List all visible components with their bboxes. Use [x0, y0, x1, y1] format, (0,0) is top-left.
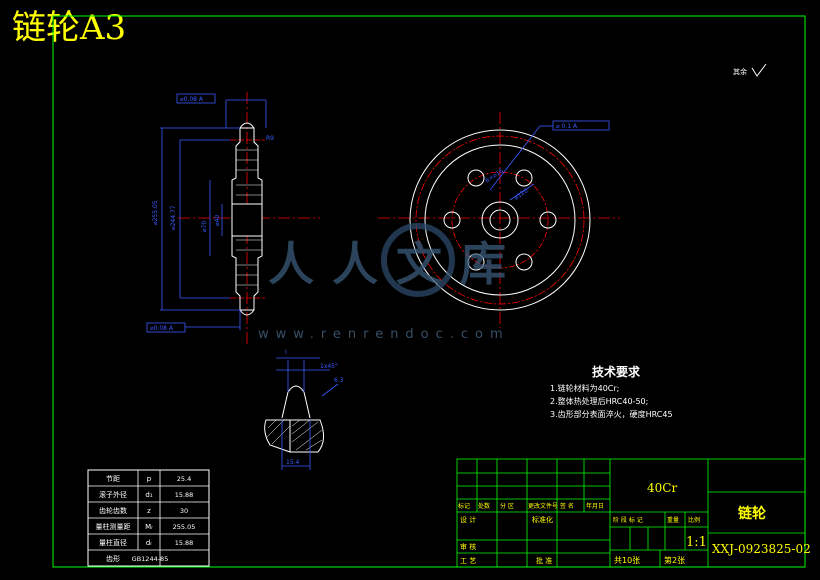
- svg-text:3.齿形部分表面淬火，硬度HRC45: 3.齿形部分表面淬火，硬度HRC45: [550, 409, 673, 419]
- svg-text:15.4: 15.4: [286, 459, 300, 466]
- svg-text:⌀244.77: ⌀244.77: [170, 205, 177, 230]
- svg-text:6.3: 6.3: [334, 377, 344, 384]
- param-value: GB1244-85: [132, 555, 169, 563]
- svg-text:比例: 比例: [688, 516, 700, 524]
- param-symbol: z: [147, 507, 151, 515]
- svg-text:技术要求: 技术要求: [592, 364, 641, 379]
- svg-text:处数: 处数: [478, 502, 490, 510]
- sheet-label: 链轮A3: [12, 8, 127, 48]
- param-symbol: d₁: [145, 491, 152, 499]
- param-value: 255.05: [173, 523, 196, 531]
- parameter-table: 节距 p 25.4 滚子外径 d₁ 15.88 齿轮齿数 z 30 量柱测量距 Mᵣ 255.05 量柱…: [87, 469, 210, 567]
- tooth-detail: I 1x45° 15.4 6.3: [264, 349, 344, 470]
- watermark: 人人文库 www.renrendoc.com: [258, 223, 524, 342]
- param-value: 30: [180, 507, 188, 515]
- param-symbol: dᵣ: [146, 539, 152, 547]
- svg-text:共10张: 共10张: [614, 556, 640, 565]
- title-block-text: 40Cr 链轮 XXJ-0923825-02 1:1 共10张 第2张 标记 处…: [458, 481, 811, 565]
- svg-text:人人文库: 人人文库: [268, 237, 524, 291]
- svg-text:更改文件号: 更改文件号: [528, 502, 558, 510]
- svg-text:审 核: 审 核: [460, 542, 476, 551]
- svg-text:XXJ-0923825-02: XXJ-0923825-02: [712, 542, 811, 556]
- drawing-frame: [52, 15, 806, 568]
- svg-text:R9: R9: [266, 135, 274, 142]
- svg-text:www.renrendoc.com: www.renrendoc.com: [258, 327, 510, 342]
- param-name: 节距: [106, 475, 120, 483]
- svg-text:⌀40: ⌀40: [214, 215, 221, 226]
- svg-text:⌀0.08 A: ⌀0.08 A: [150, 325, 174, 332]
- title-block: [456, 458, 806, 568]
- svg-text:分 区: 分 区: [500, 502, 514, 510]
- svg-text:标准化: 标准化: [532, 515, 553, 524]
- svg-text:阶 段 标 记: 阶 段 标 记: [613, 516, 643, 524]
- svg-text:40Cr: 40Cr: [647, 481, 677, 495]
- param-name: 齿形: [106, 555, 120, 563]
- svg-text:其余: 其余: [733, 67, 747, 76]
- svg-text:工 艺: 工 艺: [460, 557, 476, 565]
- svg-text:批 准: 批 准: [536, 556, 552, 565]
- svg-text:⌀120: ⌀120: [513, 187, 530, 201]
- svg-text:重量: 重量: [667, 516, 679, 524]
- roughness-mark: 其余: [733, 63, 767, 77]
- param-name: 齿轮齿数: [99, 506, 127, 515]
- param-value: 15.88: [175, 491, 194, 499]
- svg-text:1:1: 1:1: [686, 535, 707, 550]
- param-value: 25.4: [177, 475, 191, 483]
- svg-text:⌀70: ⌀70: [201, 221, 208, 232]
- front-view: ⌀ 0.1 A ⌀120 6×⌀16: [378, 112, 620, 328]
- svg-text:年月日: 年月日: [586, 502, 604, 510]
- svg-text:签 名: 签 名: [560, 502, 574, 510]
- svg-text:2.整体热处理后HRC40-50;: 2.整体热处理后HRC40-50;: [550, 396, 648, 406]
- svg-text:标记: 标记: [458, 502, 470, 510]
- svg-text:1.链轮材料为40Cr;: 1.链轮材料为40Cr;: [550, 383, 619, 393]
- param-symbol: p: [147, 475, 152, 483]
- svg-text:⌀ 0.1 A: ⌀ 0.1 A: [556, 123, 578, 130]
- svg-text:⌀255.05: ⌀255.05: [152, 200, 159, 225]
- svg-text:1x45°: 1x45°: [320, 363, 338, 370]
- param-name: 量柱测量距: [96, 522, 131, 531]
- param-value: 15.88: [175, 539, 194, 547]
- svg-text:⌀0.08 A: ⌀0.08 A: [180, 96, 204, 103]
- svg-text:设 计: 设 计: [460, 515, 476, 524]
- svg-text:6×⌀16: 6×⌀16: [484, 167, 505, 184]
- technical-requirements: 技术要求 1.链轮材料为40Cr; 2.整体热处理后HRC40-50; 3.齿形…: [550, 364, 673, 419]
- param-symbol: Mᵣ: [145, 523, 153, 531]
- svg-text:第2张: 第2张: [664, 555, 685, 565]
- svg-text:I: I: [285, 349, 287, 356]
- param-name: 量柱直径: [99, 538, 127, 547]
- param-name: 滚子外径: [99, 490, 127, 499]
- section-view: ⌀0.08 A ⌀0.08 A ⌀255.05 ⌀244.77 ⌀70 ⌀40 …: [146, 92, 320, 345]
- svg-text:链轮: 链轮: [738, 505, 766, 522]
